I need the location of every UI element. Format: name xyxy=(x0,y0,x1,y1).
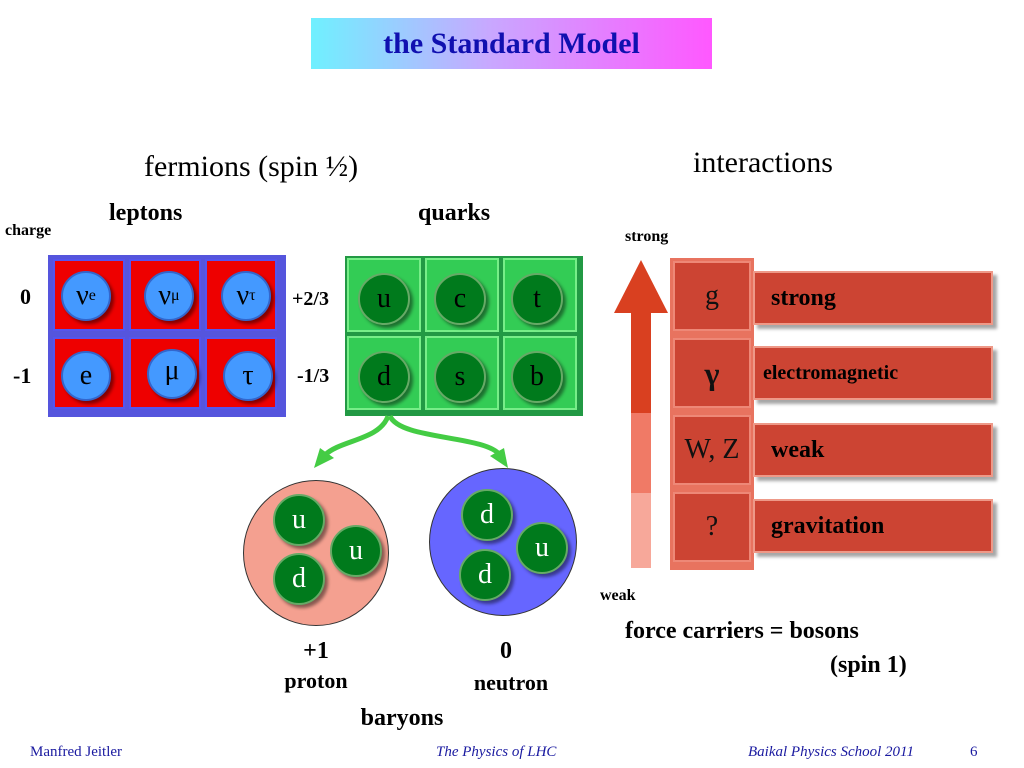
proton-quark-up: u xyxy=(273,494,325,546)
down-quark: d xyxy=(358,351,410,403)
charge-label: charge xyxy=(5,222,52,239)
top-quark: t xyxy=(511,273,563,325)
scale-weak-label: weak xyxy=(600,587,636,604)
strength-arrow xyxy=(614,260,668,568)
lepton-charge-negative: -1 xyxy=(13,363,32,388)
leptons-label: leptons xyxy=(109,200,183,226)
footer-author: Manfred Jeitler xyxy=(30,744,123,760)
slide-title-text: the Standard Model xyxy=(383,26,640,60)
footer-event: Baikal Physics School 2011 xyxy=(748,744,914,760)
lepton-charge-neutral: 0 xyxy=(20,284,31,309)
proton-quark-down: d xyxy=(273,553,325,605)
bottom-quark: b xyxy=(511,351,563,403)
proton-quark-up: u xyxy=(330,525,382,577)
up-quark: u xyxy=(358,273,410,325)
force-strong: strong xyxy=(753,271,993,325)
electron: e xyxy=(61,351,111,401)
photon: γ xyxy=(673,338,751,408)
charm-quark: c xyxy=(434,273,486,325)
quark-to-baryon-arrows xyxy=(314,414,508,468)
baryons-label: baryons xyxy=(360,705,444,731)
neutron-label: neutron xyxy=(473,670,549,695)
graviton-unknown: ? xyxy=(673,492,751,562)
quarks-label: quarks xyxy=(418,200,491,226)
slide-title: the Standard Model xyxy=(311,18,712,69)
scale-strong-label: strong xyxy=(625,228,669,245)
quark-charge-down: -1/3 xyxy=(297,365,330,387)
neutron-quark-down: d xyxy=(461,489,513,541)
force-carriers-caption: force carriers = bosons xyxy=(625,618,859,644)
footer-talk-title: The Physics of LHC xyxy=(436,744,557,760)
footer-page-number: 6 xyxy=(970,744,978,760)
neutron-quark-up: u xyxy=(516,522,568,574)
proton-label: proton xyxy=(284,668,348,693)
strange-quark: s xyxy=(434,351,486,403)
force-electromagnetic: electromagnetic xyxy=(753,346,993,400)
interactions-heading: interactions xyxy=(693,146,833,179)
w-z-bosons: W, Z xyxy=(673,415,751,485)
quark-charge-up: +2/3 xyxy=(292,288,329,310)
spin-caption: (spin 1) xyxy=(830,652,907,678)
fermions-heading: fermions (spin ½) xyxy=(144,150,359,183)
force-weak: weak xyxy=(753,423,993,477)
proton-charge: +1 xyxy=(303,638,329,664)
tau: τ xyxy=(223,351,273,401)
force-gravitation: gravitation xyxy=(753,499,993,553)
gluon: g xyxy=(673,261,751,331)
neutron-quark-down: d xyxy=(459,549,511,601)
muon: μ xyxy=(147,349,197,399)
neutron-charge: 0 xyxy=(500,638,512,664)
